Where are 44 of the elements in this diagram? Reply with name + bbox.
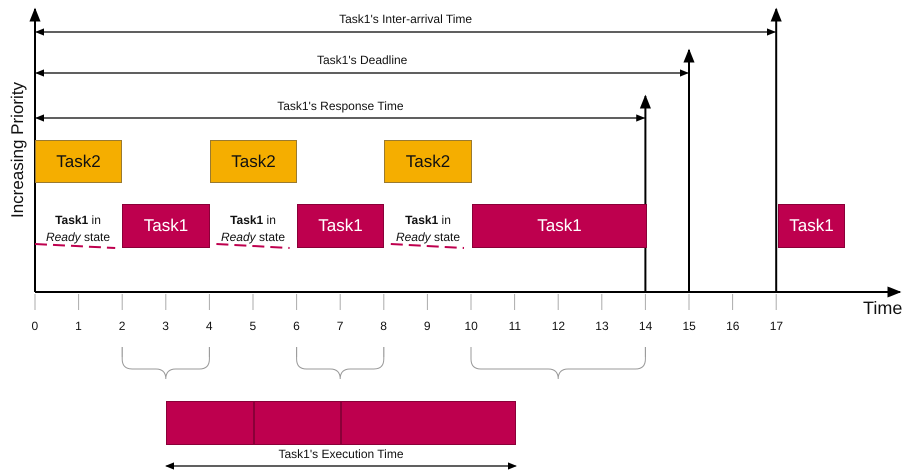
tick-label: 11 xyxy=(508,319,522,333)
task-block xyxy=(122,204,210,248)
task-name: Task1 xyxy=(144,216,188,236)
tick-label: 5 xyxy=(250,319,256,333)
dimension-label: Task1's Execution Time xyxy=(278,447,404,461)
task-name: Task1 xyxy=(789,216,834,236)
tick-label: 9 xyxy=(424,319,431,333)
segment-block xyxy=(166,401,254,445)
axis-title: Time xyxy=(863,298,902,319)
tick-label: 12 xyxy=(552,319,566,333)
dimension-label: Task1's Deadline xyxy=(317,53,408,67)
segment-block xyxy=(254,401,341,445)
tick-label: 4 xyxy=(206,319,213,333)
tick-label: 3 xyxy=(162,319,169,333)
state-note: Task1 in Ready state xyxy=(220,212,286,246)
task-block xyxy=(210,140,297,183)
task-block xyxy=(472,204,647,248)
task-name: Task1 xyxy=(537,216,582,236)
tick-label: 17 xyxy=(770,319,784,333)
tick-label: 16 xyxy=(726,319,740,333)
tick-label: 1 xyxy=(75,319,82,333)
task-name: Task2 xyxy=(56,152,101,172)
state-note: Task1 in Ready state xyxy=(44,212,112,246)
task-block xyxy=(384,140,472,183)
tick-label: 15 xyxy=(682,319,696,333)
tick-label: 8 xyxy=(380,319,387,333)
tick-label: 13 xyxy=(595,319,609,333)
task-name: Task1 xyxy=(318,216,363,236)
tick-label: 7 xyxy=(336,319,344,333)
dimension-label: Task1's Response Time xyxy=(277,99,404,113)
tick-label: 0 xyxy=(32,319,38,333)
task-name: Task2 xyxy=(406,152,450,172)
task-name: Task2 xyxy=(231,152,276,172)
tick-label: 2 xyxy=(118,319,126,333)
tick-label: 10 xyxy=(464,319,478,333)
dimension-label: Task1's Inter-arrival Time xyxy=(339,12,472,26)
tick-label: 14 xyxy=(638,319,652,333)
task-block xyxy=(297,204,384,248)
state-note: Task1 in Ready state xyxy=(394,212,462,246)
task-block xyxy=(35,140,122,183)
tick-label: 6 xyxy=(293,319,300,333)
axis-title: Increasing Priority xyxy=(8,82,28,218)
task-block xyxy=(778,204,845,248)
segment-block xyxy=(341,401,516,445)
